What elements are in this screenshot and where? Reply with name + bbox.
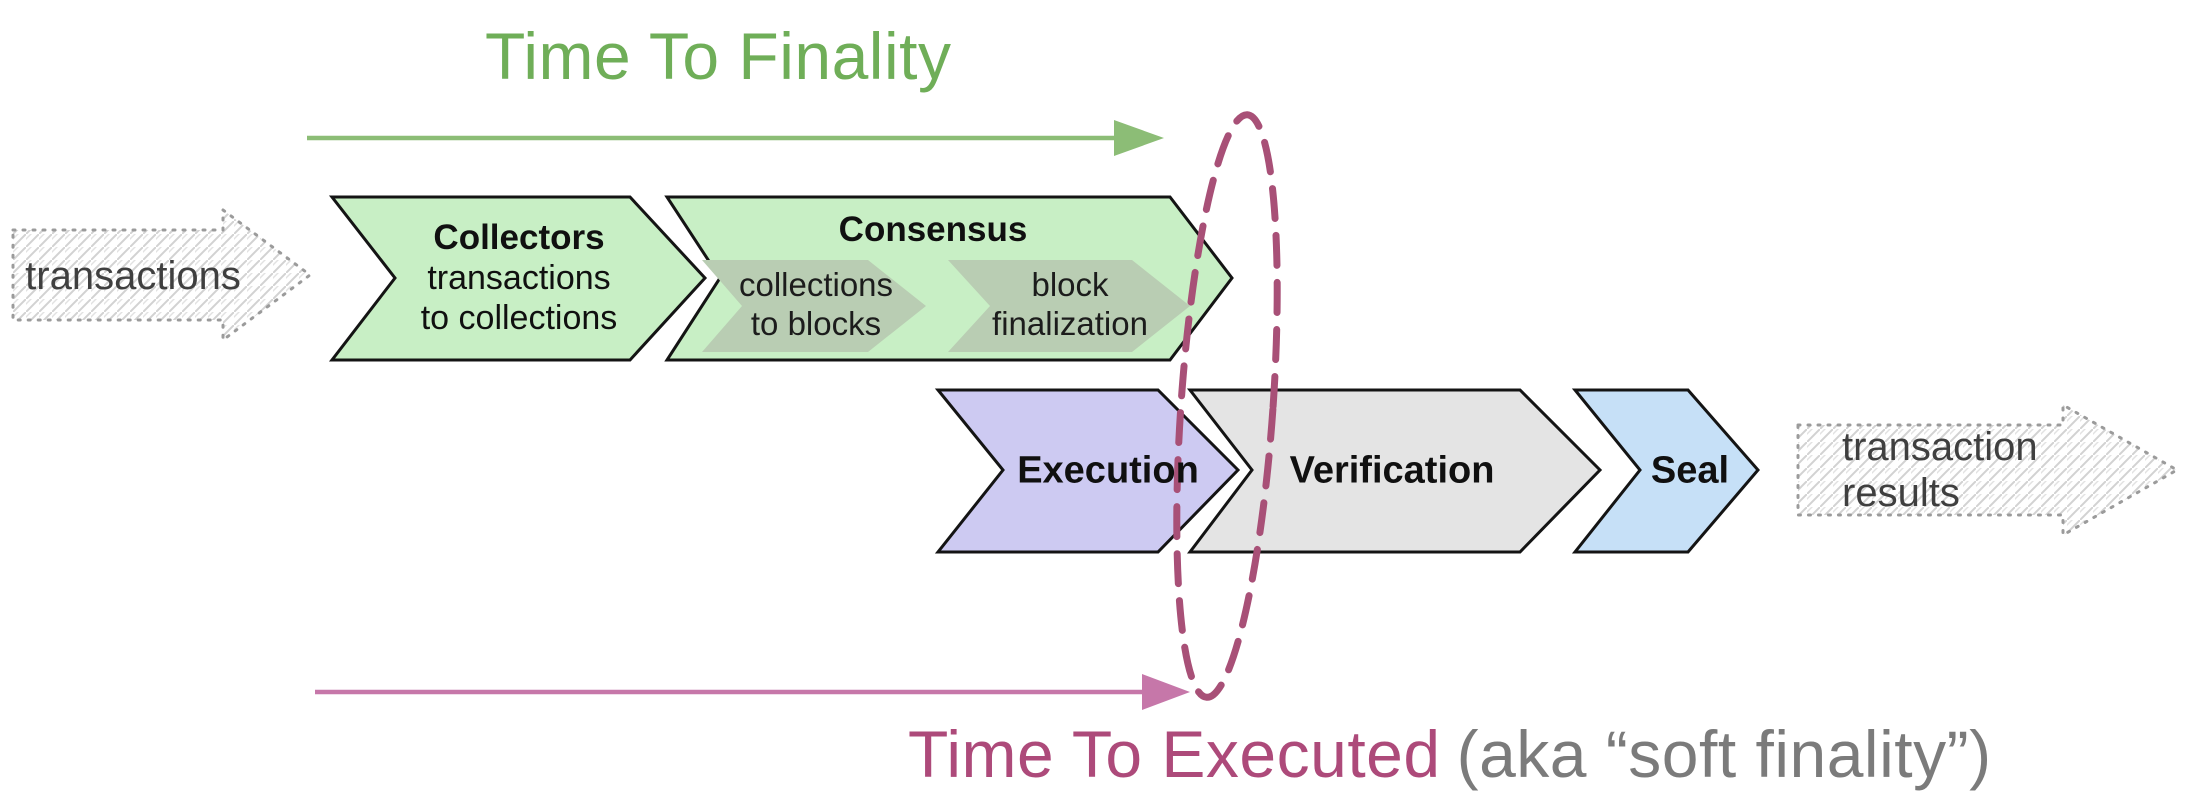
block-finalization-label: block finalization [992,265,1148,343]
execution-title: Execution [1017,449,1199,492]
transactions-input-arrow [11,208,312,342]
transaction-results-line2: results [1842,471,1960,515]
transaction-results-line1: transaction [1842,425,2038,469]
block-finalization-line2: finalization [992,305,1148,342]
time-to-executed-arrow [315,674,1190,710]
time-to-finality-title: Time To Finality [485,19,952,93]
transaction-results-label: transaction results [1842,424,2038,516]
block-finalization-line1: block [1031,266,1109,303]
execution-chevron [934,388,1241,554]
collectors-line2: to collections [420,299,618,337]
verification-title: Verification [1289,449,1495,492]
collectors-stage-label: Collectors transactions to collections [421,218,618,338]
collections-to-blocks-label: collections to blocks [739,265,893,343]
collectors-line1: transactions [427,259,611,297]
transactions-input-label: transactions [25,254,241,298]
collections-to-blocks-line1: collections [738,266,894,303]
executed-boundary-ellipse [1173,111,1281,701]
soft-finality-note: (aka “soft finality”) [1456,717,1992,791]
collections-to-blocks-line2: to blocks [750,305,882,342]
transaction-results-output-arrow [1796,403,2179,537]
time-to-executed-title: Time To Executed [908,717,1441,791]
block-finalization-subchevron [948,260,1190,352]
time-to-finality-arrow [307,120,1164,156]
seal-title: Seal [1650,449,1730,492]
collectors-title: Collectors [433,218,605,257]
collections-to-blocks-subchevron [702,260,926,352]
collectors-chevron [328,195,708,362]
consensus-title: Consensus [838,210,1028,249]
seal-chevron [1571,388,1760,554]
verification-chevron [1186,388,1603,554]
time-to-executed-title-line: Time To Executed(aka “soft finality”) [908,717,1992,791]
